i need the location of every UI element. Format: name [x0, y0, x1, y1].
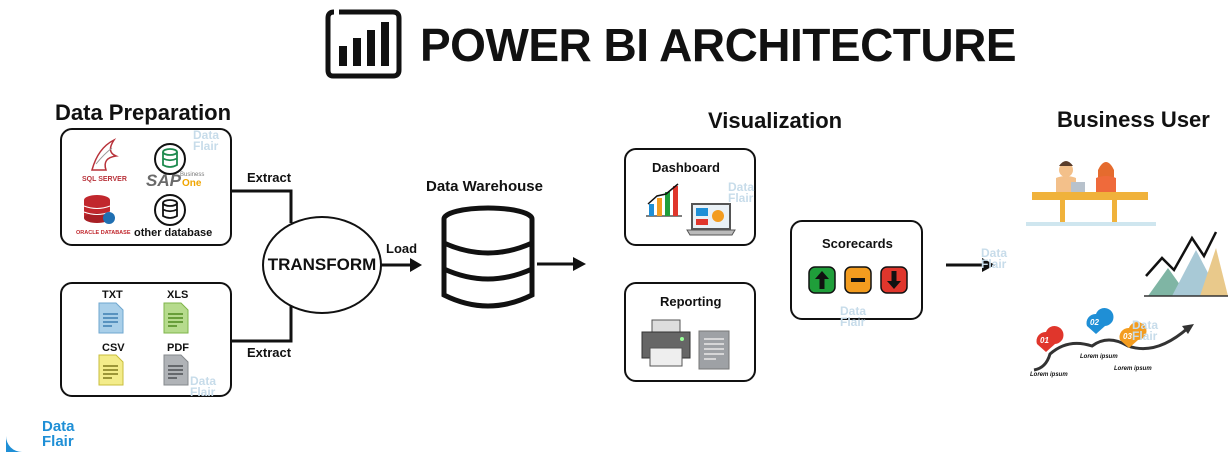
up-arrow-green-icon [808, 266, 836, 294]
marker-01: 01 [1040, 336, 1049, 345]
load-label: Load [386, 241, 418, 256]
dataflair-logo-icon [6, 420, 38, 452]
data-preparation-heading: Data Preparation [55, 100, 232, 125]
csv-file-icon [98, 354, 124, 386]
neutral-orange-icon [844, 266, 872, 294]
laptop-icon [686, 203, 736, 236]
pdf-file-icon [163, 354, 189, 386]
sql-server-icon [91, 138, 119, 171]
scorecards-box: Scorecards [790, 220, 923, 320]
visualization-heading: Visualization [708, 108, 843, 133]
sap-business-text: Business [180, 172, 205, 178]
xls-label: XLS [167, 289, 189, 301]
data-warehouse-label: Data Warehouse [426, 178, 543, 195]
page-title: POWER BI ARCHITECTURE [420, 19, 1017, 71]
sql-server-label: SQL SERVER [82, 176, 127, 183]
txt-file-icon [98, 302, 124, 334]
down-arrow-red-icon [880, 266, 908, 294]
reporting-box: Reporting [624, 282, 756, 382]
dashboard-label: Dashboard [652, 160, 720, 175]
printer-icon [641, 319, 691, 367]
oracle-database-icon [83, 195, 115, 224]
business-users-meeting-icon [1026, 161, 1156, 226]
lorem-label-1: Lorem ipsum [1030, 372, 1068, 378]
other-database-icon [154, 194, 186, 226]
transform-label: TRANSFORM [267, 255, 377, 274]
sap-database-icon [154, 143, 186, 175]
timeline-roadmap-icon [1033, 308, 1194, 372]
reporting-label: Reporting [660, 294, 722, 309]
extract-label-top: Extract [247, 170, 292, 185]
powerbi-logo-icon [325, 9, 402, 79]
lorem-label-2: Lorem ipsum [1080, 354, 1118, 360]
mountain-chart-icon [1144, 231, 1228, 297]
csv-label: CSV [102, 342, 125, 354]
extract-label-bottom: Extract [247, 345, 292, 360]
sap-one-text: One [182, 178, 202, 189]
bar-chart-icon [646, 183, 682, 217]
pdf-label: PDF [167, 342, 189, 354]
data-warehouse-icon [441, 205, 535, 309]
lorem-label-3: Lorem ipsum [1114, 366, 1152, 372]
xls-file-icon [163, 302, 189, 334]
oracle-label: ORACLE DATABASE [76, 230, 131, 236]
database-sources-box: SQL SERVER SAP Business One ORACLE DATAB… [60, 128, 232, 246]
other-database-label: other database [134, 227, 213, 239]
transform-node: TRANSFORM [262, 216, 382, 314]
scorecards-label: Scorecards [822, 236, 893, 251]
file-sources-box: TXT XLS CSV PDF [60, 282, 232, 397]
marker-03: 03 [1123, 332, 1132, 341]
dashboard-box: Dashboard [624, 148, 756, 246]
txt-label: TXT [102, 289, 123, 301]
marker-02: 02 [1090, 318, 1099, 327]
sap-logo-text: SAP [146, 171, 181, 190]
report-document-icon [698, 330, 730, 370]
business-user-heading: Business User [1057, 107, 1210, 132]
